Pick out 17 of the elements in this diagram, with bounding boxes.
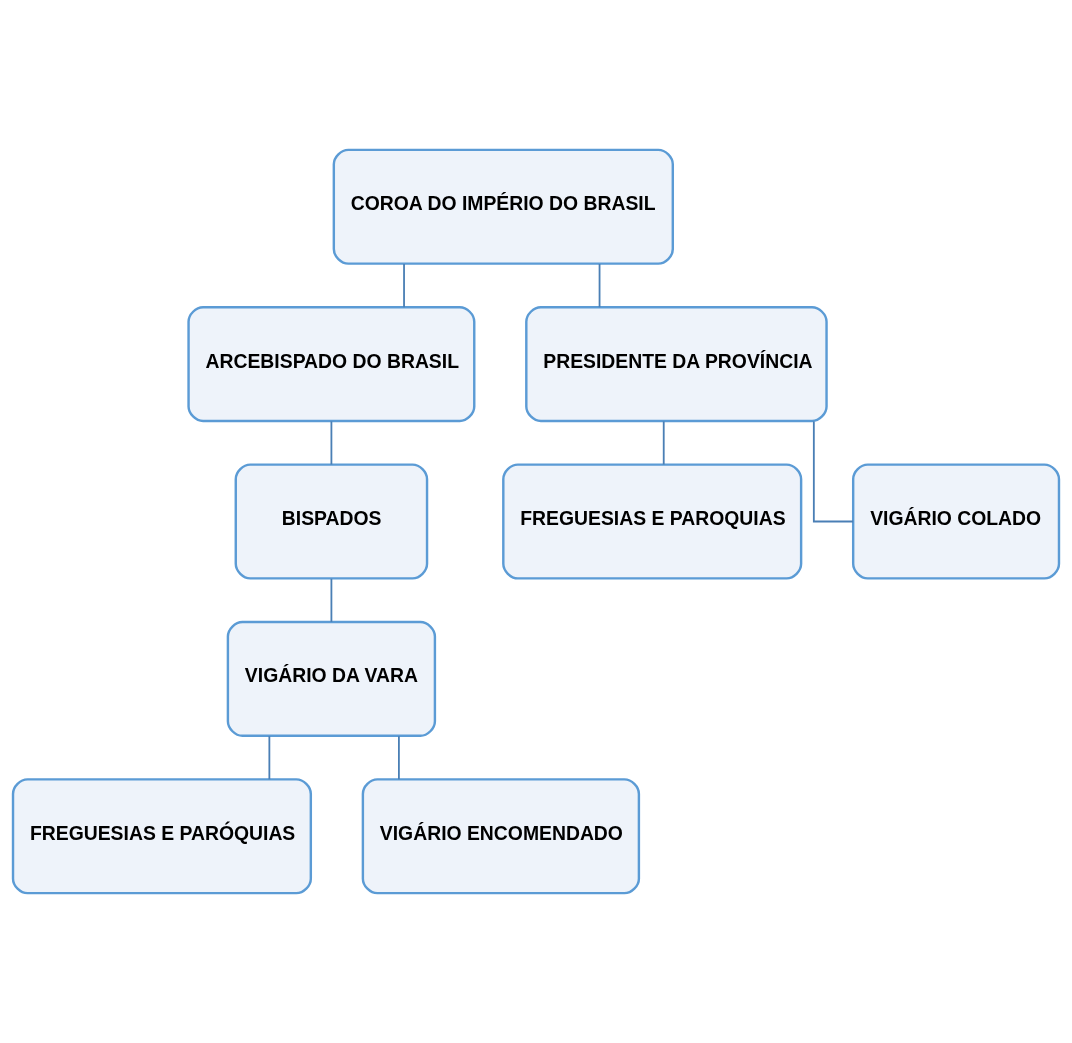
node-box: ARCEBISPADO DO BRASIL bbox=[187, 306, 476, 423]
node-box: BISPADOS bbox=[234, 463, 429, 580]
node-box: VIGÁRIO ENCOMENDADO bbox=[361, 778, 641, 895]
connector bbox=[812, 420, 854, 523]
connector bbox=[330, 577, 333, 623]
node-box: PRESIDENTE DA PROVÍNCIA bbox=[525, 306, 828, 423]
node-box: COROA DO IMPÉRIO DO BRASIL bbox=[332, 148, 674, 265]
connector bbox=[403, 263, 405, 309]
connector bbox=[398, 735, 400, 781]
node-box: FREGUESIAS E PAROQUIAS bbox=[502, 463, 803, 580]
connector bbox=[330, 420, 333, 466]
connector bbox=[268, 735, 271, 781]
node-box: FREGUESIAS E PARÓQUIAS bbox=[11, 778, 313, 895]
connector bbox=[598, 263, 601, 309]
node-box: VIGÁRIO DA VARA bbox=[226, 620, 437, 737]
node-box: VIGÁRIO COLADO bbox=[851, 463, 1061, 580]
connector bbox=[662, 420, 665, 466]
